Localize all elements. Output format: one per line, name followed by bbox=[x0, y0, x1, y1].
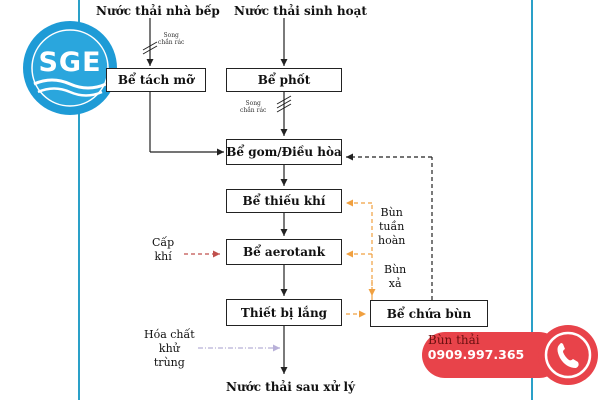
output-label: Nước thải sau xử lý bbox=[226, 380, 355, 394]
chemical-label: Hóa chất khử trùng bbox=[144, 328, 195, 369]
input-domestic-label: Nước thải sinh hoạt bbox=[234, 4, 367, 18]
tank-anoxic: Bể thiếu khí bbox=[226, 189, 342, 213]
air-supply-label: Cấp khí bbox=[152, 236, 175, 263]
phone-icon bbox=[557, 343, 579, 368]
recycle-sludge-label: Bùn tuần hoàn bbox=[378, 206, 406, 247]
waste-sludge-label: Bùn thải bbox=[428, 333, 480, 347]
right-border-line bbox=[531, 0, 533, 400]
excess-sludge-label: Bùn xả bbox=[384, 263, 407, 290]
sludge-return-line bbox=[346, 153, 433, 300]
sludge-recycle-lines bbox=[346, 199, 376, 318]
logo-text: SGE bbox=[38, 47, 102, 78]
left-border-line bbox=[78, 0, 80, 400]
main-flow-lines bbox=[146, 18, 288, 374]
tank-sludge: Bể chứa bùn bbox=[370, 300, 488, 327]
tank-aerotank: Bể aerotank bbox=[226, 239, 342, 265]
tank-equalization: Bể gom/Điều hòa bbox=[226, 139, 342, 165]
screen-marks bbox=[142, 41, 292, 113]
phone-badge[interactable] bbox=[420, 324, 600, 386]
tank-grease-trap: Bể tách mỡ bbox=[106, 68, 206, 92]
screen-label-1: Song chắn rác bbox=[158, 32, 185, 46]
screen-label-2: Song chắn rác bbox=[240, 100, 267, 114]
input-kitchen-label: Nước thải nhà bếp bbox=[96, 4, 220, 18]
phone-number[interactable]: 0909.997.365 bbox=[427, 347, 525, 362]
sge-logo bbox=[23, 21, 117, 115]
tank-septic: Bể phốt bbox=[226, 68, 342, 92]
tank-settler: Thiết bị lắng bbox=[226, 299, 342, 326]
